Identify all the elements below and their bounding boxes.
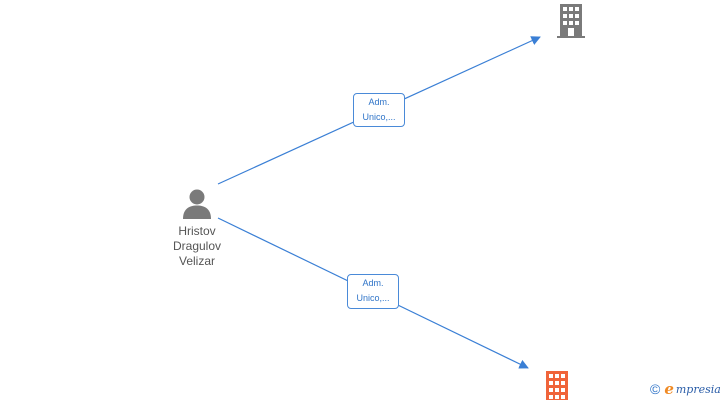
person-icon (183, 189, 211, 219)
relation-label-1-detail: Unico,... (362, 112, 396, 122)
person-name-line-2: Dragulov (172, 239, 222, 253)
relation-label-1[interactable]: Adm. Unico,... (353, 93, 405, 127)
person-node[interactable]: Hristov Dragulov Velizar (166, 188, 228, 269)
relation-label-1-role: Adm. (368, 97, 390, 107)
company-node-1-building-icon[interactable] (557, 4, 585, 38)
relation-label-2[interactable]: Adm. Unico,... (347, 274, 399, 309)
relation-label-2-role: Adm. (362, 278, 384, 288)
brand-logo-text: mpresia (675, 382, 721, 396)
empresia-watermark: © e mpresia (650, 380, 721, 398)
brand-logo-initial: e (664, 379, 674, 398)
person-name-line-3: Velizar (178, 254, 216, 268)
person-name-line-1: Hristov (178, 224, 216, 238)
copyright-icon: © (650, 381, 661, 397)
relation-label-2-detail: Unico,... (356, 293, 390, 303)
company-node-2-building-icon[interactable] (544, 371, 570, 400)
